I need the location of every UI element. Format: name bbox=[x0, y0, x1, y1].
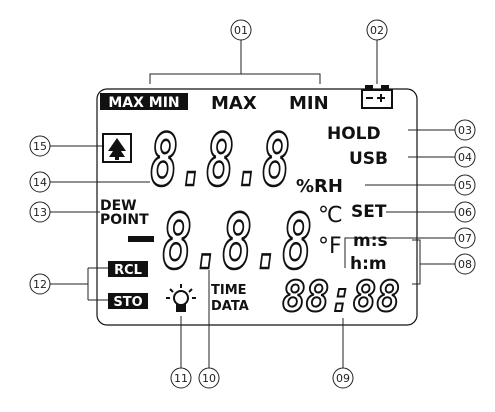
usb-label: USB bbox=[349, 149, 388, 169]
callout-number: 07 bbox=[458, 232, 472, 245]
bulb-icon bbox=[166, 284, 196, 312]
rh-label: %RH bbox=[296, 176, 343, 197]
callout-13: 13 bbox=[29, 201, 51, 223]
callout-number: 01 bbox=[234, 24, 248, 37]
callout-number: 06 bbox=[458, 206, 472, 219]
max-min-boxed-label: MAX MIN bbox=[100, 93, 188, 111]
callout-number: 05 bbox=[458, 179, 472, 192]
callout-14: 14 bbox=[29, 171, 51, 193]
lower-digits: 8.8.8 bbox=[162, 197, 312, 286]
callout-05: 05 bbox=[454, 174, 476, 196]
min-label: MIN bbox=[289, 93, 329, 114]
callout-number: 14 bbox=[33, 176, 47, 189]
upper-digits: 8.8.8 bbox=[150, 118, 290, 202]
sto-label: STO bbox=[113, 295, 142, 310]
callout-number: 03 bbox=[458, 124, 472, 137]
fahrenheit-label: °F bbox=[318, 234, 342, 259]
callout-number: 04 bbox=[458, 151, 472, 164]
battery-icon bbox=[361, 85, 393, 109]
callout-11: 11 bbox=[170, 367, 192, 389]
callout-10: 10 bbox=[198, 367, 220, 389]
time-label: TIME bbox=[211, 283, 247, 298]
max-min-boxed-text: MAX MIN bbox=[108, 95, 179, 111]
leader-lines bbox=[50, 40, 455, 368]
clock-digits: 88:88 bbox=[282, 272, 400, 321]
max-label: MAX bbox=[211, 93, 257, 114]
callout-number: 10 bbox=[202, 372, 216, 385]
callout-07: 07 bbox=[454, 227, 476, 249]
tree-icon bbox=[102, 133, 132, 163]
minus-segment bbox=[128, 236, 154, 242]
callout-number: 08 bbox=[458, 258, 472, 271]
callout-15: 15 bbox=[29, 135, 51, 157]
callout-09: 09 bbox=[332, 367, 354, 389]
callout-number: 02 bbox=[370, 24, 384, 37]
hm-label: h:m bbox=[350, 254, 387, 274]
callout-06: 06 bbox=[454, 201, 476, 223]
callout-number: 13 bbox=[33, 206, 47, 219]
callout-04: 04 bbox=[454, 146, 476, 168]
callout-number: 09 bbox=[336, 372, 350, 385]
lcd-frame bbox=[96, 88, 418, 326]
callout-12: 12 bbox=[29, 273, 51, 295]
sto-label-box: STO bbox=[108, 293, 148, 310]
rcl-label-box: RCL bbox=[108, 261, 148, 278]
set-label: SET bbox=[351, 202, 387, 222]
callout-number: 11 bbox=[174, 372, 188, 385]
dew-label: DEW bbox=[100, 198, 137, 214]
point-label: POINT bbox=[100, 212, 149, 228]
callout-08: 08 bbox=[454, 253, 476, 275]
callout-number: 12 bbox=[33, 278, 47, 291]
callout-02: 02 bbox=[366, 19, 388, 41]
hold-label: HOLD bbox=[327, 124, 381, 144]
data-label: DATA bbox=[211, 299, 249, 314]
rcl-label: RCL bbox=[114, 263, 142, 278]
callout-01: 01 bbox=[230, 19, 252, 41]
ms-label: m:s bbox=[353, 231, 388, 251]
callout-03: 03 bbox=[454, 119, 476, 141]
callout-number: 15 bbox=[33, 140, 47, 153]
celsius-label: ℃ bbox=[318, 203, 343, 228]
